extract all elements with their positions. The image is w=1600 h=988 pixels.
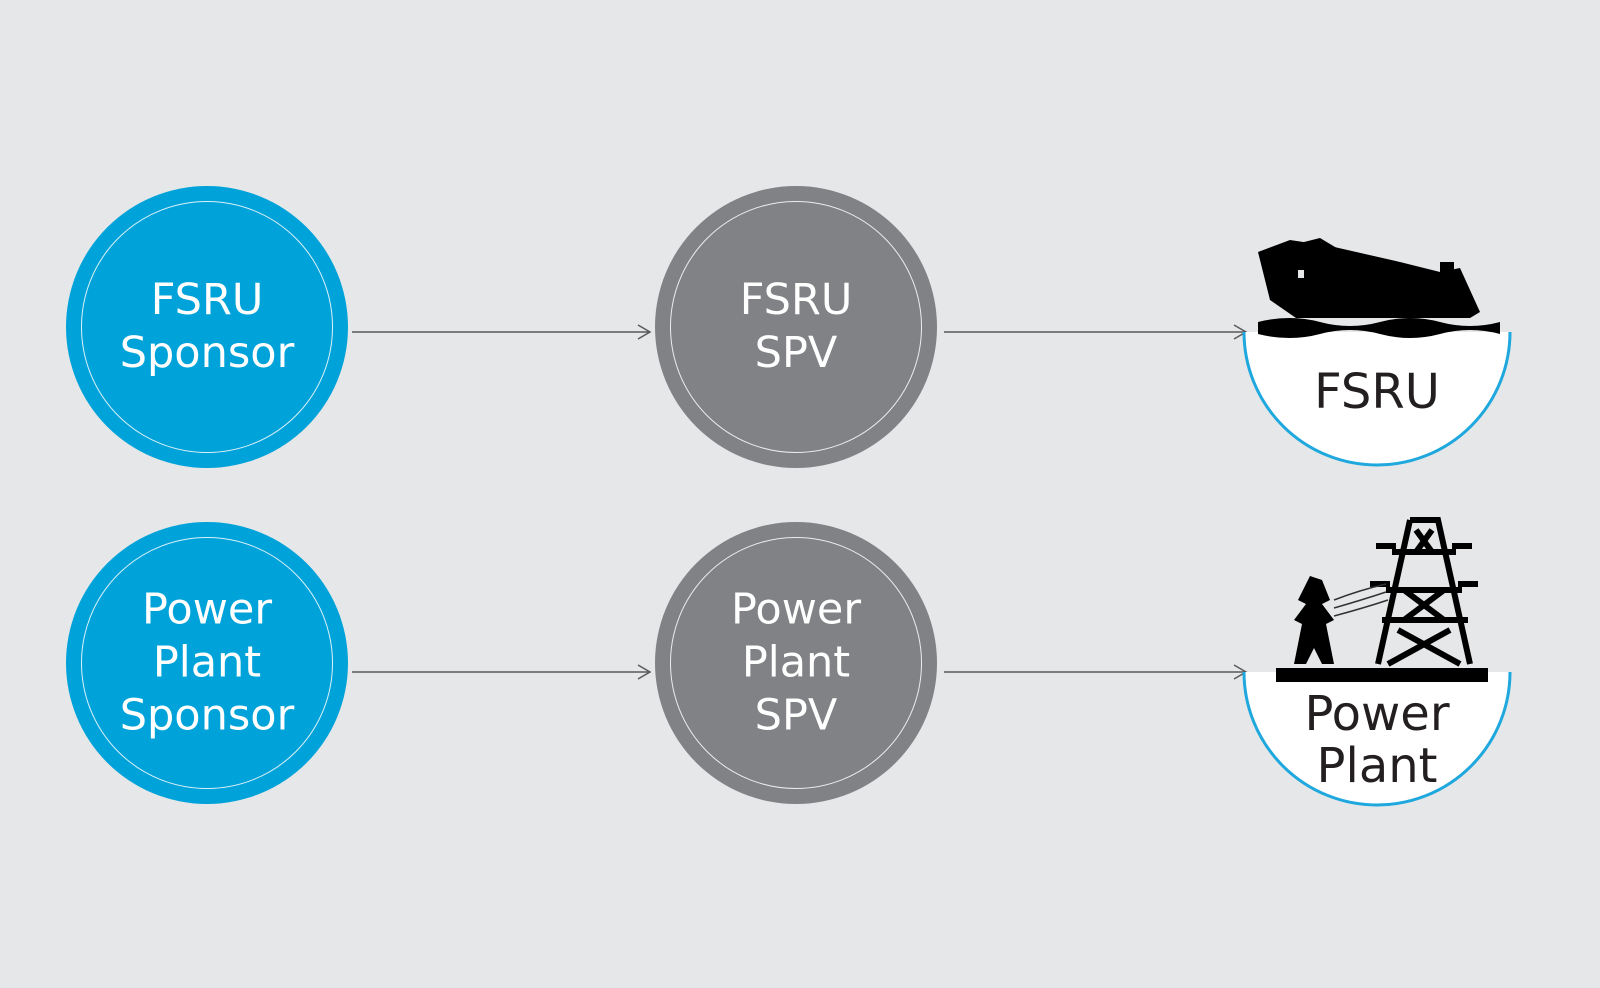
fsru-sponsor-node: FSRU Sponsor [66,186,348,468]
power-plant-sponsor-label: Power Plant Sponsor [119,584,295,741]
node-ring [81,201,333,453]
transmission-tower-icon [1276,517,1488,682]
power-plant-asset-disc [1244,672,1510,805]
node-ring [670,201,922,453]
fsru-asset-disc [1244,332,1510,465]
arrow-sponsor-to-spv-power [352,664,652,680]
power-plant-spv-label: Power Plant SPV [730,584,861,741]
ship-window [1298,270,1304,278]
fsru-spv-node: FSRU SPV [655,186,937,468]
fsru-asset-label: FSRU [1314,364,1440,420]
fsru-asset [1242,238,1512,467]
node-ring [670,537,922,789]
arrow-sponsor-to-spv-fsru [352,324,652,340]
node-ring [81,537,333,789]
fsru-spv-label: FSRU SPV [739,275,853,378]
power-plant-asset-border [1242,671,1512,807]
ship-icon [1258,238,1500,338]
fsru-asset-border [1242,331,1512,467]
power-plant-spv-node: Power Plant SPV [655,522,937,804]
arrow-spv-to-asset-power [944,664,1248,680]
fsru-sponsor-label: FSRU Sponsor [119,275,295,378]
power-plant-asset-label: Power Plant [1304,686,1450,794]
power-plant-sponsor-node: Power Plant Sponsor [66,522,348,804]
arrow-spv-to-asset-fsru [944,324,1248,340]
power-plant-asset [1242,517,1512,807]
